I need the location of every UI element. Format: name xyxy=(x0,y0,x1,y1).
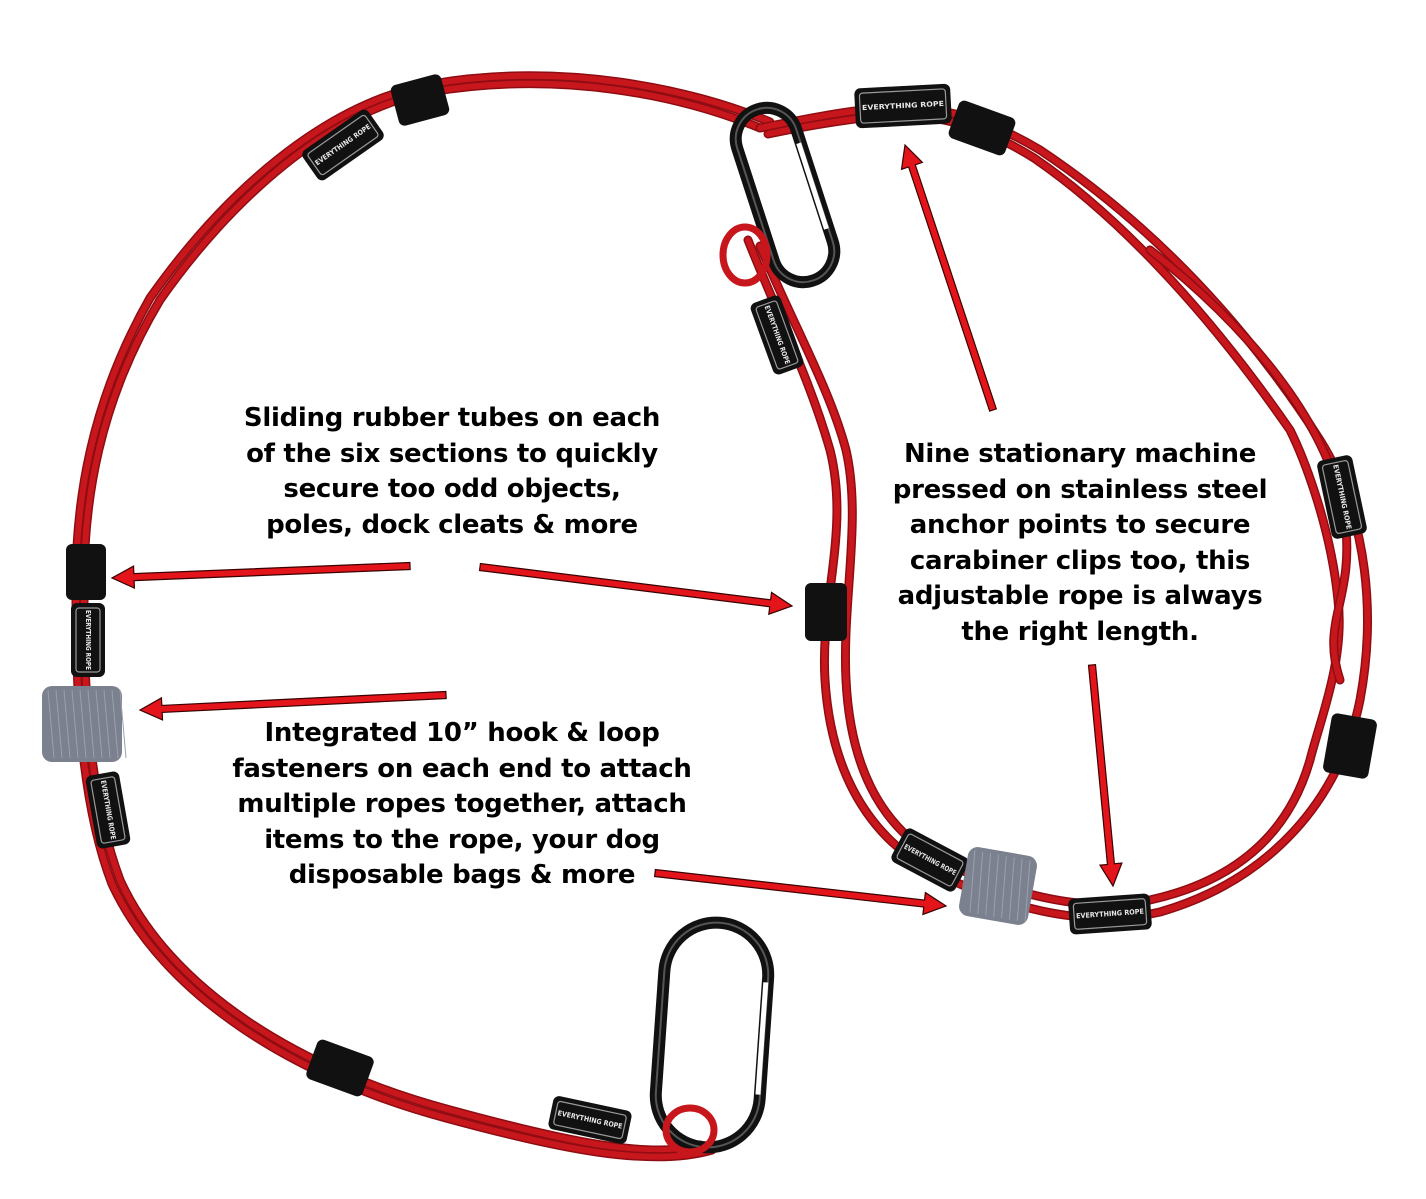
rubber-tube xyxy=(805,583,847,641)
pointer-arrows xyxy=(110,143,1123,916)
rubber-tube xyxy=(1323,713,1377,779)
anchor-point: EVERYTHING ROPE xyxy=(854,83,952,129)
callout-line: poles, dock cleats & more xyxy=(266,509,638,540)
anchor-point: EVERYTHING ROPE xyxy=(1068,893,1152,935)
brand-stamp-text: EVERYTHING ROPE xyxy=(84,610,92,670)
anchor-point: EVERYTHING ROPE xyxy=(891,828,969,892)
callout-line: secure too odd objects, xyxy=(283,474,621,504)
hook-loop-fastener xyxy=(959,847,1037,925)
callout-line: Nine stationary machine xyxy=(903,439,1257,469)
callout-line: adjustable rope is always xyxy=(897,581,1263,611)
callout-line: pressed on stainless steel xyxy=(892,474,1268,505)
callout-line: of the six sections to quickly xyxy=(246,438,658,469)
rubber-tube xyxy=(66,544,106,600)
callout-line: multiple ropes together, attach xyxy=(237,789,687,819)
rubber-tube xyxy=(306,1039,374,1097)
arrow xyxy=(653,868,948,916)
anchor-point: EVERYTHING ROPE xyxy=(750,295,804,375)
callout-line: Sliding rubber tubes on each xyxy=(243,403,661,433)
arrow xyxy=(110,561,411,590)
anchor-point: EVERYTHING ROPE xyxy=(85,771,131,849)
hook-loop-fastener xyxy=(42,686,127,762)
callout-sliding-tubes: Sliding rubber tubes on each of the six … xyxy=(222,401,682,543)
rubber-tubes: EVERYTHING ROPE EVERYTHING ROPE EVERYTHING… xyxy=(42,74,1377,1144)
callout-line: Integrated 10” hook & loop xyxy=(264,718,660,748)
anchor-point: EVERYTHING ROPE xyxy=(71,603,105,677)
carabiners xyxy=(649,101,841,1156)
arrow xyxy=(478,562,794,616)
callout-line: items to the rope, your dog xyxy=(264,824,660,855)
anchor-point: EVERYTHING ROPE xyxy=(302,109,384,181)
rope-strand xyxy=(745,104,1371,921)
rubber-tube xyxy=(948,100,1016,156)
callout-line: the right length. xyxy=(961,616,1199,647)
callout-anchor-points: Nine stationary machine pressed on stain… xyxy=(880,437,1280,650)
callout-line: fasteners on each end to attach xyxy=(232,753,692,784)
rubber-tube xyxy=(390,74,450,126)
callout-hook-loop: Integrated 10” hook & loop fasteners on … xyxy=(222,716,702,894)
arrow xyxy=(138,690,447,721)
anchor-point: EVERYTHING ROPE xyxy=(1317,455,1367,539)
arrow xyxy=(1087,664,1123,888)
callout-line: disposable bags & more xyxy=(288,860,636,890)
callout-line: anchor points to secure xyxy=(909,510,1251,540)
rope-strand xyxy=(757,112,1343,908)
callout-line: carabiner clips too, this xyxy=(909,545,1251,576)
rope-loop xyxy=(719,223,771,287)
carabiner-top xyxy=(729,101,841,289)
rope-loop xyxy=(662,1104,718,1156)
arrow xyxy=(900,143,998,412)
anchor-point: EVERYTHING ROPE xyxy=(548,1096,632,1144)
